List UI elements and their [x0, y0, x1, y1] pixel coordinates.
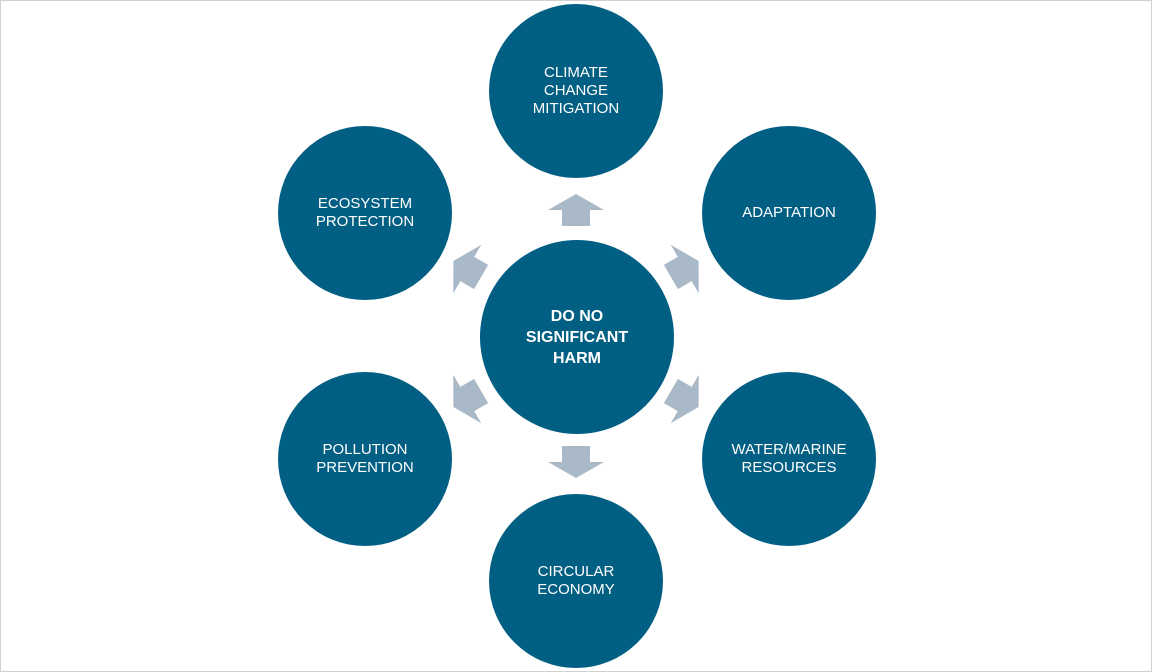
- node-ecosystem-label: ECOSYSTEM PROTECTION: [315, 195, 415, 230]
- arrow-to-pollution: [453, 374, 489, 424]
- node-water-marine-resources: WATER/MARINE RESOURCES: [702, 372, 876, 546]
- node-pollution-label: POLLUTION PREVENTION: [316, 441, 414, 476]
- arrow-to-water: [663, 374, 699, 424]
- node-circular-economy: CIRCULAR ECONOMY: [489, 494, 663, 668]
- node-adaptation-label: ADAPTATION: [742, 204, 836, 221]
- node-adaptation: ADAPTATION: [702, 126, 876, 300]
- node-water-label: WATER/MARINE RESOURCES: [731, 441, 847, 476]
- center-node-dnsh: DO NO SIGNIFICANT HARM: [480, 240, 674, 434]
- node-circular-label: CIRCULAR ECONOMY: [537, 563, 615, 598]
- node-climate-label: CLIMATE CHANGE MITIGATION: [532, 64, 620, 117]
- node-climate-change-mitigation: CLIMATE CHANGE MITIGATION: [489, 4, 663, 178]
- node-pollution-prevention: POLLUTION PREVENTION: [278, 372, 452, 546]
- center-node-label: DO NO SIGNIFICANT HARM: [525, 307, 629, 367]
- arrow-to-ecosystem: [453, 244, 489, 294]
- arrow-to-climate: [548, 194, 604, 226]
- node-ecosystem-protection: ECOSYSTEM PROTECTION: [278, 126, 452, 300]
- arrow-to-circular: [548, 446, 604, 478]
- arrow-to-adaptation: [663, 244, 699, 294]
